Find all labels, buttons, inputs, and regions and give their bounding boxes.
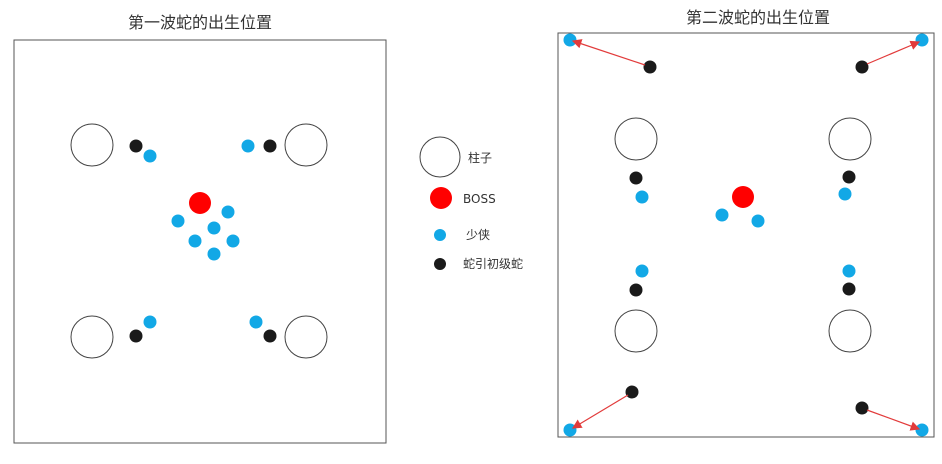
hero-marker <box>249 315 263 329</box>
wave1-pillars <box>70 123 328 359</box>
snake-marker <box>643 60 657 74</box>
hero-marker <box>715 208 729 222</box>
hero-marker <box>143 149 157 163</box>
pillar <box>828 309 872 353</box>
hero-marker <box>241 139 255 153</box>
hero-marker <box>635 264 649 278</box>
hero-marker <box>915 423 929 437</box>
wave2-arrows <box>571 39 921 431</box>
snake-marker <box>842 170 856 184</box>
boss-marker <box>732 186 754 208</box>
pillar <box>70 315 114 359</box>
legend-boss-label: BOSS <box>463 192 496 206</box>
hero-marker <box>751 214 765 228</box>
wave2-snakes <box>625 60 869 415</box>
wave2-heroes <box>563 33 929 437</box>
legend-hero-icon <box>434 229 446 241</box>
hero-marker <box>221 205 235 219</box>
hero-marker <box>563 33 577 47</box>
hero-marker <box>226 234 240 248</box>
wave1-heroes <box>143 139 263 329</box>
boss-marker <box>189 192 211 214</box>
hero-marker <box>915 33 929 47</box>
hero-marker <box>842 264 856 278</box>
arrow <box>866 409 921 431</box>
snake-marker <box>263 139 277 153</box>
snake-marker <box>855 401 869 415</box>
arrow <box>571 394 629 429</box>
hero-marker <box>838 187 852 201</box>
pillar <box>284 315 328 359</box>
legend-pillar-label: 柱子 <box>468 150 492 165</box>
pillar <box>284 123 328 167</box>
snake-marker <box>855 60 869 74</box>
arrow <box>571 39 646 66</box>
pillar <box>614 309 658 353</box>
hero-marker <box>171 214 185 228</box>
wave2-pillars <box>614 117 872 353</box>
wave1-snakes <box>129 139 277 343</box>
legend-pillar-icon <box>419 136 461 178</box>
legend-hero-label: 少侠 <box>466 228 490 242</box>
snake-marker <box>129 139 143 153</box>
wave2-title: 第二波蛇的出生位置 <box>686 8 830 27</box>
snake-marker <box>263 329 277 343</box>
snake-marker <box>129 329 143 343</box>
legend-snake-icon <box>434 258 446 270</box>
snake-marker <box>625 385 639 399</box>
arrow <box>866 40 921 65</box>
hero-marker <box>207 221 221 235</box>
legend: 柱子 BOSS 少侠 蛇引初级蛇 <box>419 136 523 271</box>
legend-boss-icon <box>430 187 452 209</box>
pillar <box>70 123 114 167</box>
snake-marker <box>629 283 643 297</box>
hero-marker <box>563 423 577 437</box>
legend-snake-label: 蛇引初级蛇 <box>463 256 523 271</box>
hero-marker <box>207 247 221 261</box>
snake-marker <box>629 171 643 185</box>
pillar <box>614 117 658 161</box>
snake-marker <box>842 282 856 296</box>
pillar <box>828 117 872 161</box>
wave2-arena <box>557 32 935 438</box>
hero-marker <box>143 315 157 329</box>
hero-marker <box>188 234 202 248</box>
wave1-title: 第一波蛇的出生位置 <box>128 13 272 32</box>
hero-marker <box>635 190 649 204</box>
